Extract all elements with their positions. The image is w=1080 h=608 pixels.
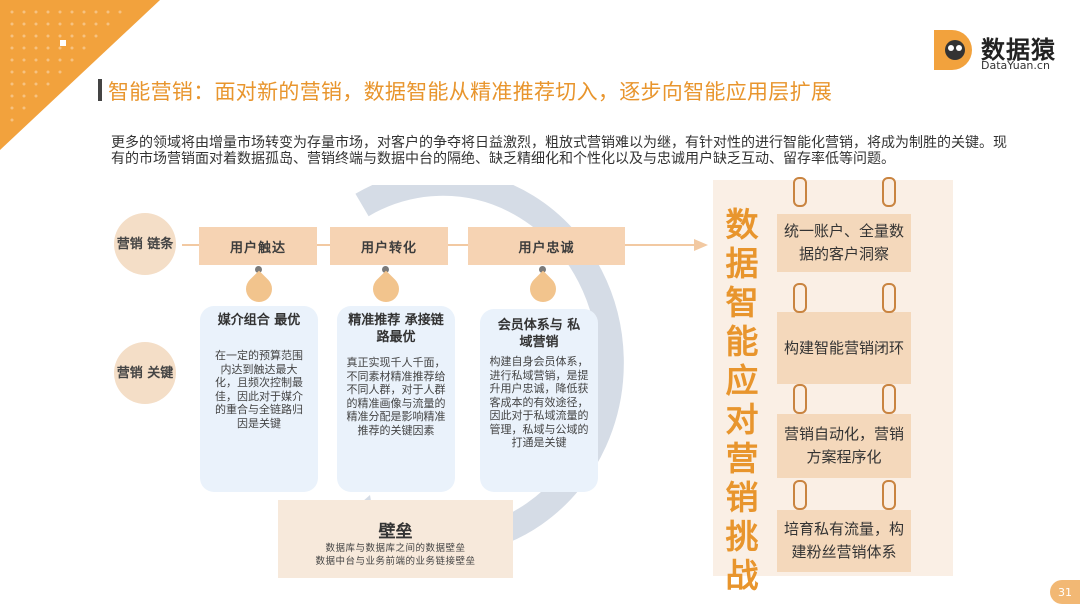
ring-icon: [793, 384, 807, 414]
chain-step-loyalty: 用户忠诚: [468, 227, 625, 265]
barrier-title: 壁垒: [378, 522, 413, 542]
corner-decoration: [0, 0, 160, 150]
chain-step-convert: 用户转化: [330, 227, 448, 265]
strategy-item: 营销自动化，营销方案程序化: [777, 414, 911, 478]
chain-step-reach: 用户触达: [199, 227, 317, 265]
card-title: 会员体系与 私域营销: [497, 318, 581, 350]
page-number: 31: [1050, 580, 1080, 604]
card-title: 精准推荐 承接链路最优: [348, 313, 444, 345]
logo-text: 数据猿: [981, 36, 1056, 64]
ring-icon: [793, 480, 807, 510]
strategy-item: 构建智能营销闭环: [777, 312, 911, 384]
intro-paragraph: 更多的领域将由增量市场转变为存量市场，对客户的争夺将日益激烈，粗放式营销难以为继…: [111, 135, 1007, 167]
ring-icon: [882, 177, 896, 207]
card-membership: 会员体系与 私域营销 构建自身会员体系，进行私域营销，是提升用户忠诚，降低获客成…: [480, 309, 598, 492]
barrier-box: [278, 500, 513, 578]
barrier-line: 数据库与数据库之间的数据壁垒: [325, 543, 466, 554]
ring-icon: [793, 283, 807, 313]
barrier-line: 数据中台与业务前端的业务链接壁垒: [315, 556, 476, 567]
ring-icon: [793, 177, 807, 207]
card-body: 真正实现千人千面，不同素材精准推荐给不同人群，对于人群的精准画像与流量的精准分配…: [346, 356, 446, 437]
connector-dot: [255, 266, 262, 273]
card-body: 构建自身会员体系，进行私域营销，是提升用户忠诚，降低获客成本的有效途径，因此对于…: [489, 355, 589, 449]
card-recommend: 精准推荐 承接链路最优 真正实现千人千面，不同素材精准推荐给不同人群，对于人群的…: [337, 306, 455, 492]
logo-subtitle: DataYuan.cn: [981, 59, 1050, 72]
card-media: 媒介组合 最优 在一定的预算范围内达到触达最大化，且频次控制最佳，因此对于媒介的…: [200, 306, 318, 492]
connector-dot: [382, 266, 389, 273]
ring-icon: [882, 384, 896, 414]
row-label-key: 营销 关键: [114, 342, 176, 404]
ring-icon: [882, 480, 896, 510]
page-title: 智能营销：面对新的营销，数据智能从精准推荐切入，逐步向智能应用层扩展: [108, 80, 833, 104]
connector-dot: [539, 266, 546, 273]
ring-icon: [882, 283, 896, 313]
card-title: 媒介组合 最优: [217, 313, 301, 328]
row-label-chain: 营销 链条: [114, 213, 176, 275]
vertical-heading: 数据智能 应对营销挑战: [725, 205, 759, 595]
strategy-item: 统一账户、全量数据的客户洞察: [777, 214, 911, 272]
card-body: 在一定的预算范围内达到触达最大化，且频次控制最佳，因此对于媒介的重合与全链路归因…: [215, 349, 303, 430]
logo-icon: [934, 30, 972, 70]
title-accent-bar: [98, 79, 102, 101]
strategy-item: 培育私有流量，构建粉丝营销体系: [777, 510, 911, 572]
